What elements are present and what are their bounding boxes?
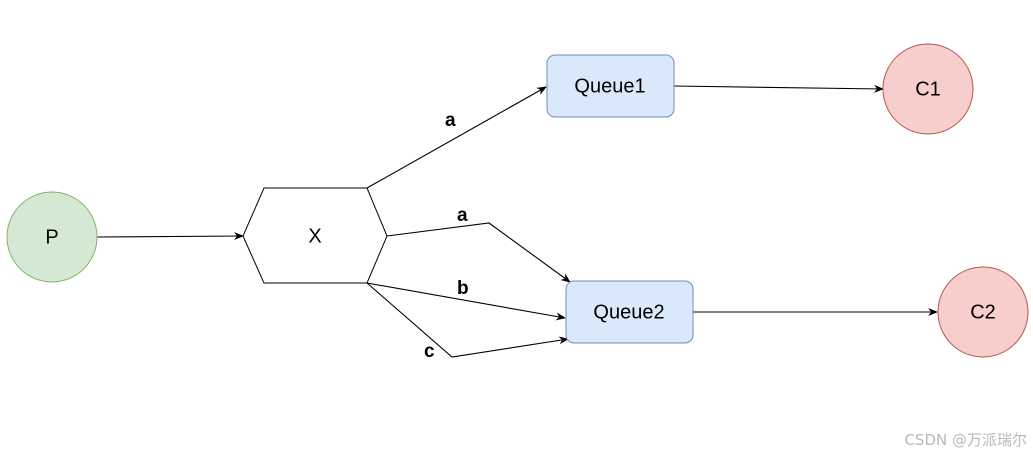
consumer2-circle xyxy=(937,266,1029,358)
edge-label-queue2-b: b xyxy=(457,278,469,299)
queue1-label: Queue1 xyxy=(574,75,645,97)
producer-label: P xyxy=(45,226,58,248)
exchange-hexagon xyxy=(242,187,388,284)
edge-label-queue2-c: c xyxy=(424,341,435,362)
queue1-box xyxy=(546,54,675,118)
consumer2-label: C2 xyxy=(970,301,996,323)
consumer1-label: C1 xyxy=(915,78,941,100)
producer-node[interactable]: P xyxy=(6,191,98,283)
watermark-text: CSDN @万派瑞尔 xyxy=(904,431,1027,449)
producer-circle xyxy=(6,191,98,283)
edge-producer-to-exchange xyxy=(96,232,244,241)
exchange-label: X xyxy=(308,225,321,247)
edge-label-queue1-a: a xyxy=(445,110,456,131)
queue1-node[interactable]: Queue1 xyxy=(546,54,675,118)
edge-exchange-to-queue2-a xyxy=(386,222,571,283)
edge-exchange-to-queue1 xyxy=(366,86,547,189)
queue2-node[interactable]: Queue2 xyxy=(565,280,694,344)
consumer2-node[interactable]: C2 xyxy=(937,266,1029,358)
exchange-node[interactable]: X xyxy=(242,187,388,284)
edge-queue1-to-c1 xyxy=(673,84,884,93)
queue2-label: Queue2 xyxy=(593,301,664,323)
consumer1-node[interactable]: C1 xyxy=(882,43,974,135)
queue2-box xyxy=(565,280,694,344)
consumer1-circle xyxy=(882,43,974,135)
edge-exchange-to-queue2-b xyxy=(366,282,566,321)
edge-exchange-to-queue2-c xyxy=(366,282,569,358)
edge-label-queue2-a: a xyxy=(457,205,468,226)
